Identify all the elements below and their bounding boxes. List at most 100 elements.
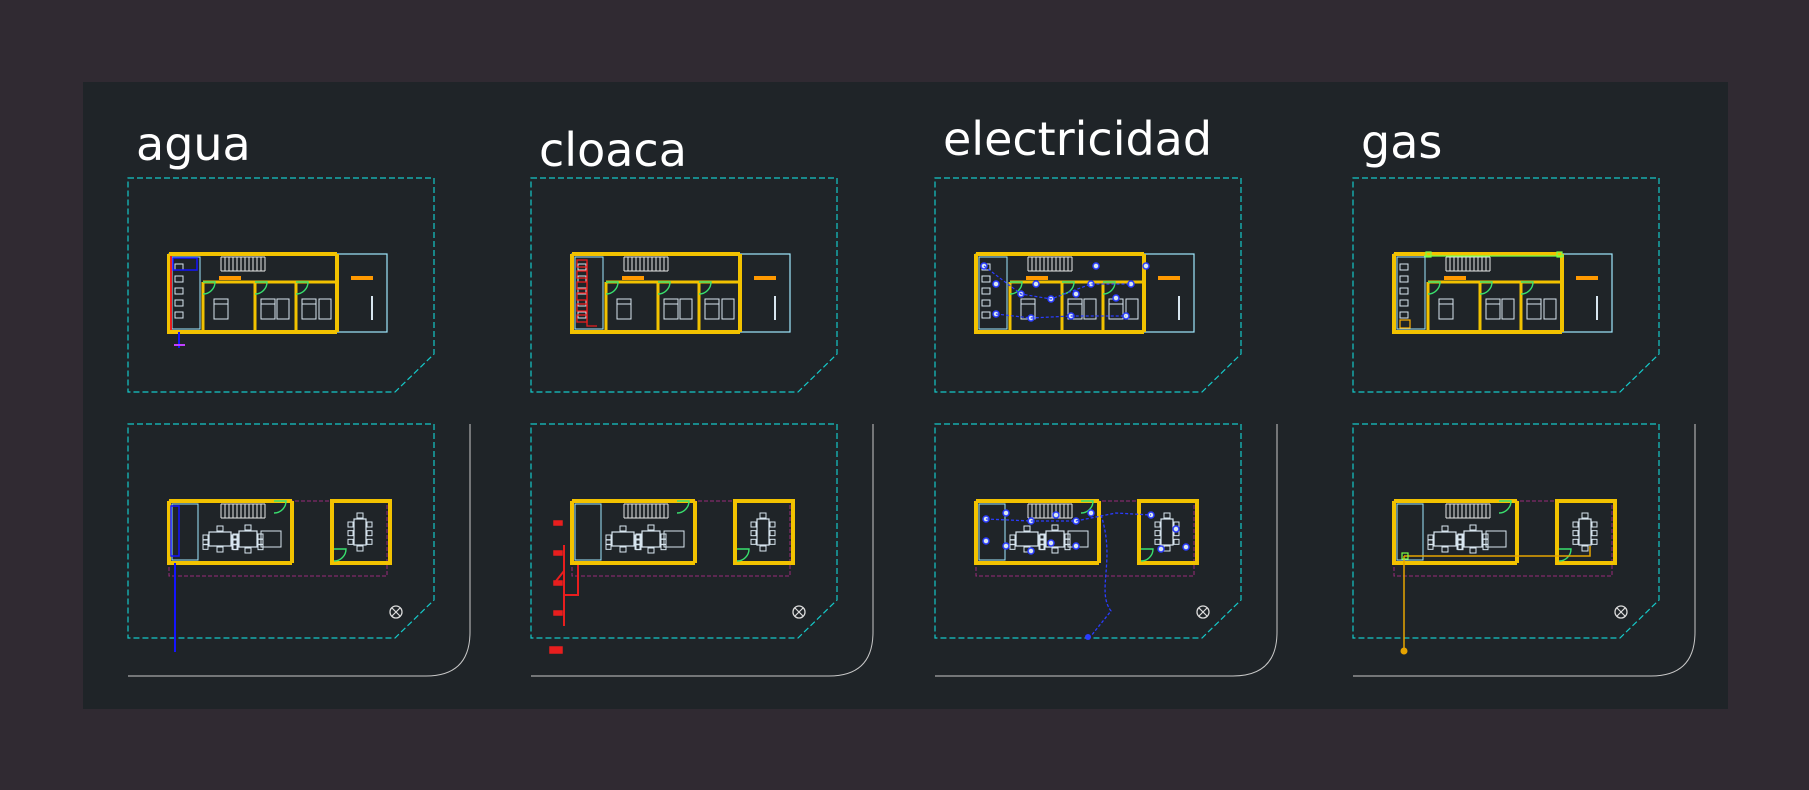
sidewalk-curb — [935, 424, 1278, 677]
exterior-walls — [1392, 252, 1564, 334]
bathroom — [1396, 256, 1426, 330]
fixture-icon — [174, 287, 184, 295]
electric-outlet — [1027, 547, 1035, 555]
lot-boundary-upper — [934, 177, 1242, 393]
lot-boundary-lower — [1352, 423, 1660, 639]
meter-symbol — [389, 605, 403, 619]
lot-boundary-lower — [530, 423, 838, 639]
meter-symbol — [792, 605, 806, 619]
door-swing — [676, 500, 690, 514]
sheet-title: gas — [1361, 115, 1442, 169]
door-swing — [1479, 281, 1493, 295]
fixture-icon — [174, 311, 184, 319]
fixture-icon — [174, 299, 184, 307]
gas-heater — [1399, 319, 1411, 329]
main-block-walls — [1392, 499, 1519, 565]
electric-outlet — [1072, 290, 1080, 298]
sewer-inspection-box — [553, 610, 563, 616]
sheet-title: agua — [136, 117, 251, 171]
gas-line — [1403, 546, 1591, 649]
fixture-icon — [1399, 287, 1409, 295]
balcony-counter — [1158, 276, 1180, 280]
sidewalk-curb — [1353, 424, 1696, 677]
electric-outlet — [1172, 525, 1180, 533]
door-swing — [1080, 500, 1094, 514]
fixture-icon — [1399, 311, 1409, 319]
interior-walls — [604, 280, 740, 332]
stair — [1445, 503, 1491, 519]
service-room — [1396, 503, 1424, 561]
bed-icon — [663, 298, 679, 320]
sidewalk-curb — [128, 424, 471, 677]
upper-floor-plan — [167, 252, 388, 348]
electric-outlet — [1112, 294, 1120, 302]
sofa-icon — [663, 530, 685, 548]
kitchen-counter — [622, 276, 644, 280]
interior-walls — [1426, 280, 1562, 332]
electric-outlet — [1002, 509, 1010, 517]
door-swing — [273, 500, 287, 514]
door-swing — [1498, 500, 1512, 514]
fixture-icon — [981, 299, 991, 307]
electric-outlet — [1072, 542, 1080, 550]
sidewalk-curb — [531, 424, 874, 677]
door-swing — [202, 281, 216, 295]
electric-outlet — [1002, 542, 1010, 550]
annex-walls — [733, 499, 795, 565]
bed-icon — [260, 298, 276, 320]
dining-table-icon — [347, 512, 373, 552]
bed-icon — [1438, 298, 1454, 320]
balcony-counter — [351, 276, 373, 280]
dining-table-icon — [202, 525, 238, 553]
sheet-gas: gas — [1352, 115, 1696, 677]
stair — [220, 256, 266, 272]
service-room — [978, 503, 1006, 561]
fixture-icon — [1399, 299, 1409, 307]
fixture-icon — [1399, 275, 1409, 283]
stair — [1027, 256, 1073, 272]
gas-valve — [1556, 251, 1563, 258]
bed-icon — [1526, 298, 1542, 320]
stair — [623, 256, 669, 272]
upper-floor-plan — [1392, 251, 1613, 334]
gas-meter — [1400, 647, 1408, 655]
electric-outlet — [1182, 543, 1190, 551]
stair — [220, 503, 266, 519]
door-swing — [1140, 548, 1154, 562]
meter-symbol — [1614, 605, 1628, 619]
sewer-line — [555, 545, 579, 626]
ground-floor-plan — [1392, 499, 1617, 655]
fixture-icon — [174, 275, 184, 283]
ground-floor-plan — [549, 499, 795, 654]
sewer-pipe — [586, 262, 597, 327]
sheet-sewer: cloaca — [530, 123, 874, 677]
sofa-icon — [260, 530, 282, 548]
sheet-electric: electricidad — [934, 112, 1278, 677]
electric-circuit — [983, 265, 1131, 319]
door-swing — [1427, 281, 1441, 295]
bed-icon — [1543, 298, 1557, 320]
sheet-title: electricidad — [943, 112, 1212, 166]
bed-icon — [1485, 298, 1501, 320]
bed-icon — [1501, 298, 1515, 320]
upper-floor-plan — [570, 252, 791, 334]
electric-outlet — [1157, 545, 1165, 553]
service-room — [171, 503, 199, 561]
electric-outlet — [1047, 539, 1055, 547]
fixture-icon — [981, 287, 991, 295]
door-swing — [605, 281, 619, 295]
lot-boundary-upper — [530, 177, 838, 393]
sewer-connection — [549, 646, 563, 654]
model-space-area[interactable] — [83, 82, 1728, 709]
electric-outlet — [1142, 262, 1150, 270]
main-block-walls — [974, 499, 1101, 565]
bed-icon — [1083, 298, 1097, 320]
ground-floor-plan — [974, 499, 1199, 640]
stair — [1027, 503, 1073, 519]
gas-valve — [1401, 552, 1409, 560]
sewer-inspection-box — [553, 520, 563, 526]
balcony-counter — [1576, 276, 1598, 280]
kitchen-counter — [219, 276, 241, 280]
